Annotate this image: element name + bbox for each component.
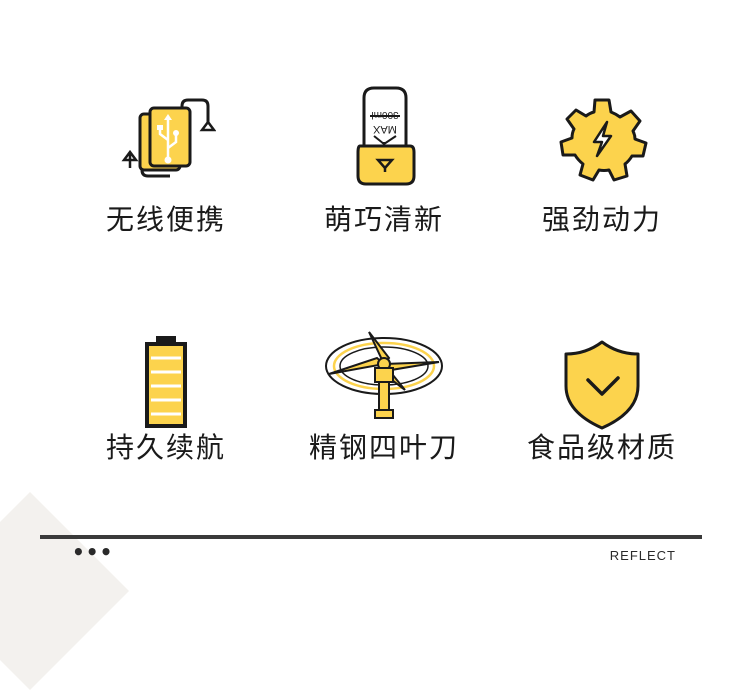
feature-label: 持久续航 [105, 431, 226, 464]
feature-label: 精钢四叶刀 [308, 431, 459, 464]
cup-max-text: MAX [372, 123, 397, 135]
gear-lightning-icon [559, 98, 648, 182]
blender-cup-icon: 300ml MAX [356, 86, 416, 186]
feature-strong-power: 强劲动力 [502, 88, 702, 238]
feature-wireless-portable: 无线便携 [66, 88, 266, 238]
cup-capacity-text: 300ml [371, 109, 398, 120]
feature-label: 萌巧清新 [323, 203, 444, 236]
feature-long-battery: 持久续航 [66, 320, 266, 466]
background-corner-decoration [0, 492, 129, 690]
usb-wireless-icon [121, 98, 216, 178]
feature-label: 食品级材质 [526, 431, 677, 464]
steel-blade-icon [325, 331, 443, 419]
battery-icon [145, 336, 187, 428]
more-dots-icon: ••• [72, 540, 114, 564]
brand-name: REFLECT [609, 548, 676, 563]
feature-label: 强劲动力 [541, 203, 662, 236]
feature-steel-blade: 精钢四叶刀 [284, 320, 484, 466]
feature-cute-fresh: 300ml MAX 萌巧清新 [284, 86, 484, 238]
feature-label: 无线便携 [105, 203, 226, 236]
feature-food-grade: 食品级材质 [502, 320, 702, 466]
footer-divider [40, 535, 702, 539]
shield-check-icon [564, 340, 640, 430]
